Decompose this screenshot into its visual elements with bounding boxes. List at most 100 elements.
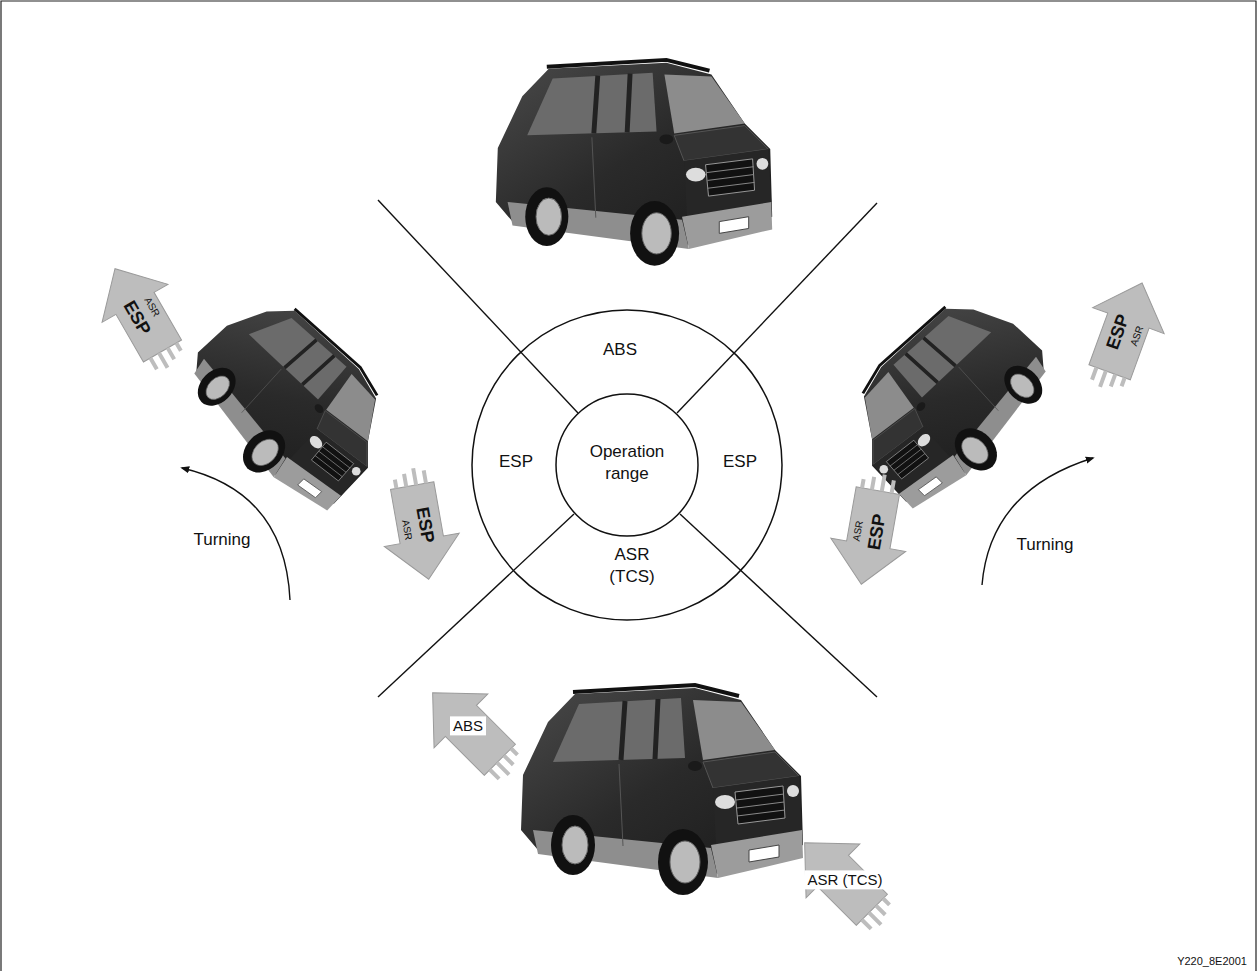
- bumper: [682, 202, 772, 249]
- motion-stripes: [150, 343, 184, 373]
- arrow-shape: [375, 479, 466, 586]
- door-line: [240, 369, 284, 413]
- arrow-shape: [824, 484, 915, 591]
- outer-ring: ABS ESP ESP ASR (TCS) Operation range: [471, 309, 783, 621]
- grille-bars: [889, 442, 925, 478]
- suv-vehicle: [165, 279, 415, 529]
- force-arrow: [1068, 270, 1178, 401]
- side-window: [527, 73, 656, 136]
- region-label: ESP: [723, 451, 757, 473]
- roof-rail: [573, 685, 739, 696]
- license-plate: [298, 476, 322, 500]
- force-arrow: [824, 467, 918, 590]
- mirror: [915, 401, 927, 413]
- headlight: [350, 465, 362, 477]
- motion-stripes: [862, 471, 894, 493]
- wheel: [235, 422, 294, 481]
- region-label: ASR (TCS): [609, 544, 654, 588]
- headlight: [787, 785, 799, 797]
- figure-code: Y220_8E2001: [1177, 955, 1247, 968]
- arrow-shape: [406, 666, 527, 787]
- wheel-rim: [536, 198, 561, 235]
- grille-bars: [314, 444, 350, 480]
- wheel: [630, 201, 679, 266]
- headlight: [715, 795, 735, 809]
- headlight: [878, 463, 890, 475]
- headlight: [307, 434, 324, 451]
- door-line: [619, 764, 623, 846]
- mirror: [688, 761, 702, 771]
- wheel: [946, 420, 1005, 479]
- wheel: [551, 815, 595, 875]
- wheel-rim: [957, 432, 994, 469]
- window-pillar: [594, 74, 630, 134]
- sector-divider: [677, 203, 877, 413]
- force-arrow: [372, 462, 466, 585]
- wheel: [190, 360, 243, 413]
- wheel: [997, 358, 1050, 411]
- asr-tcs-label: ASR (TCS): [805, 870, 886, 889]
- wheel-rim: [247, 434, 284, 471]
- headlight: [915, 432, 932, 449]
- region-label: ESP: [499, 451, 533, 473]
- bumper: [711, 830, 803, 878]
- mirror: [313, 403, 325, 415]
- circle-border: [472, 310, 782, 620]
- force-arrow: [778, 816, 911, 949]
- abs-label: ABS: [450, 716, 486, 735]
- door-line: [592, 137, 596, 217]
- grille: [735, 786, 785, 824]
- turning-arrow: [982, 458, 1093, 585]
- door-line: [957, 367, 1001, 411]
- grille: [706, 159, 755, 196]
- window-pillar: [906, 335, 956, 385]
- wheel-rim: [670, 841, 700, 883]
- suv-vehicle: [496, 60, 772, 266]
- region-label: Operation range: [590, 441, 665, 485]
- arrow-shape: [1074, 270, 1178, 385]
- side-window: [891, 300, 991, 400]
- force-arrow: [82, 250, 204, 385]
- bumper: [899, 447, 970, 518]
- region-label: ABS: [603, 339, 637, 361]
- turning-label: Turning: [193, 530, 250, 550]
- circle-border: [556, 394, 698, 536]
- motion-stripes: [862, 899, 895, 932]
- side-window: [249, 302, 349, 402]
- motion-stripes: [393, 467, 425, 489]
- wheel: [658, 829, 708, 895]
- headlight: [686, 168, 706, 182]
- side-window: [553, 698, 685, 762]
- grille-bars: [707, 167, 755, 189]
- vehicle-group: [165, 60, 1075, 895]
- bumper: [270, 449, 341, 520]
- grille-bars: [736, 794, 785, 816]
- motion-stripes: [1091, 367, 1125, 393]
- turning-arrow: [182, 468, 290, 600]
- arrow-shape: [82, 250, 195, 370]
- wheel-rim: [642, 213, 671, 254]
- window-pillar: [621, 699, 658, 760]
- wheel-rim: [1006, 369, 1039, 402]
- wheel-rim: [562, 826, 588, 864]
- license-plate: [749, 845, 779, 862]
- license-plate: [719, 217, 748, 234]
- window-pillar: [284, 337, 334, 387]
- wheel-rim: [201, 371, 234, 404]
- motion-stripes: [490, 749, 523, 782]
- inner-circle: Operation range: [555, 393, 699, 537]
- force-arrow-group: [82, 250, 1178, 949]
- license-plate: [918, 474, 942, 498]
- arrow-shape: [778, 816, 899, 937]
- suv-vehicle: [521, 685, 803, 895]
- headlight: [757, 158, 769, 170]
- mirror: [660, 134, 674, 144]
- force-arrow: [406, 666, 539, 799]
- wheel: [525, 187, 568, 246]
- windshield: [693, 700, 775, 760]
- roof-rail: [547, 60, 710, 71]
- windshield: [664, 75, 744, 134]
- turning-label: Turning: [1016, 535, 1073, 555]
